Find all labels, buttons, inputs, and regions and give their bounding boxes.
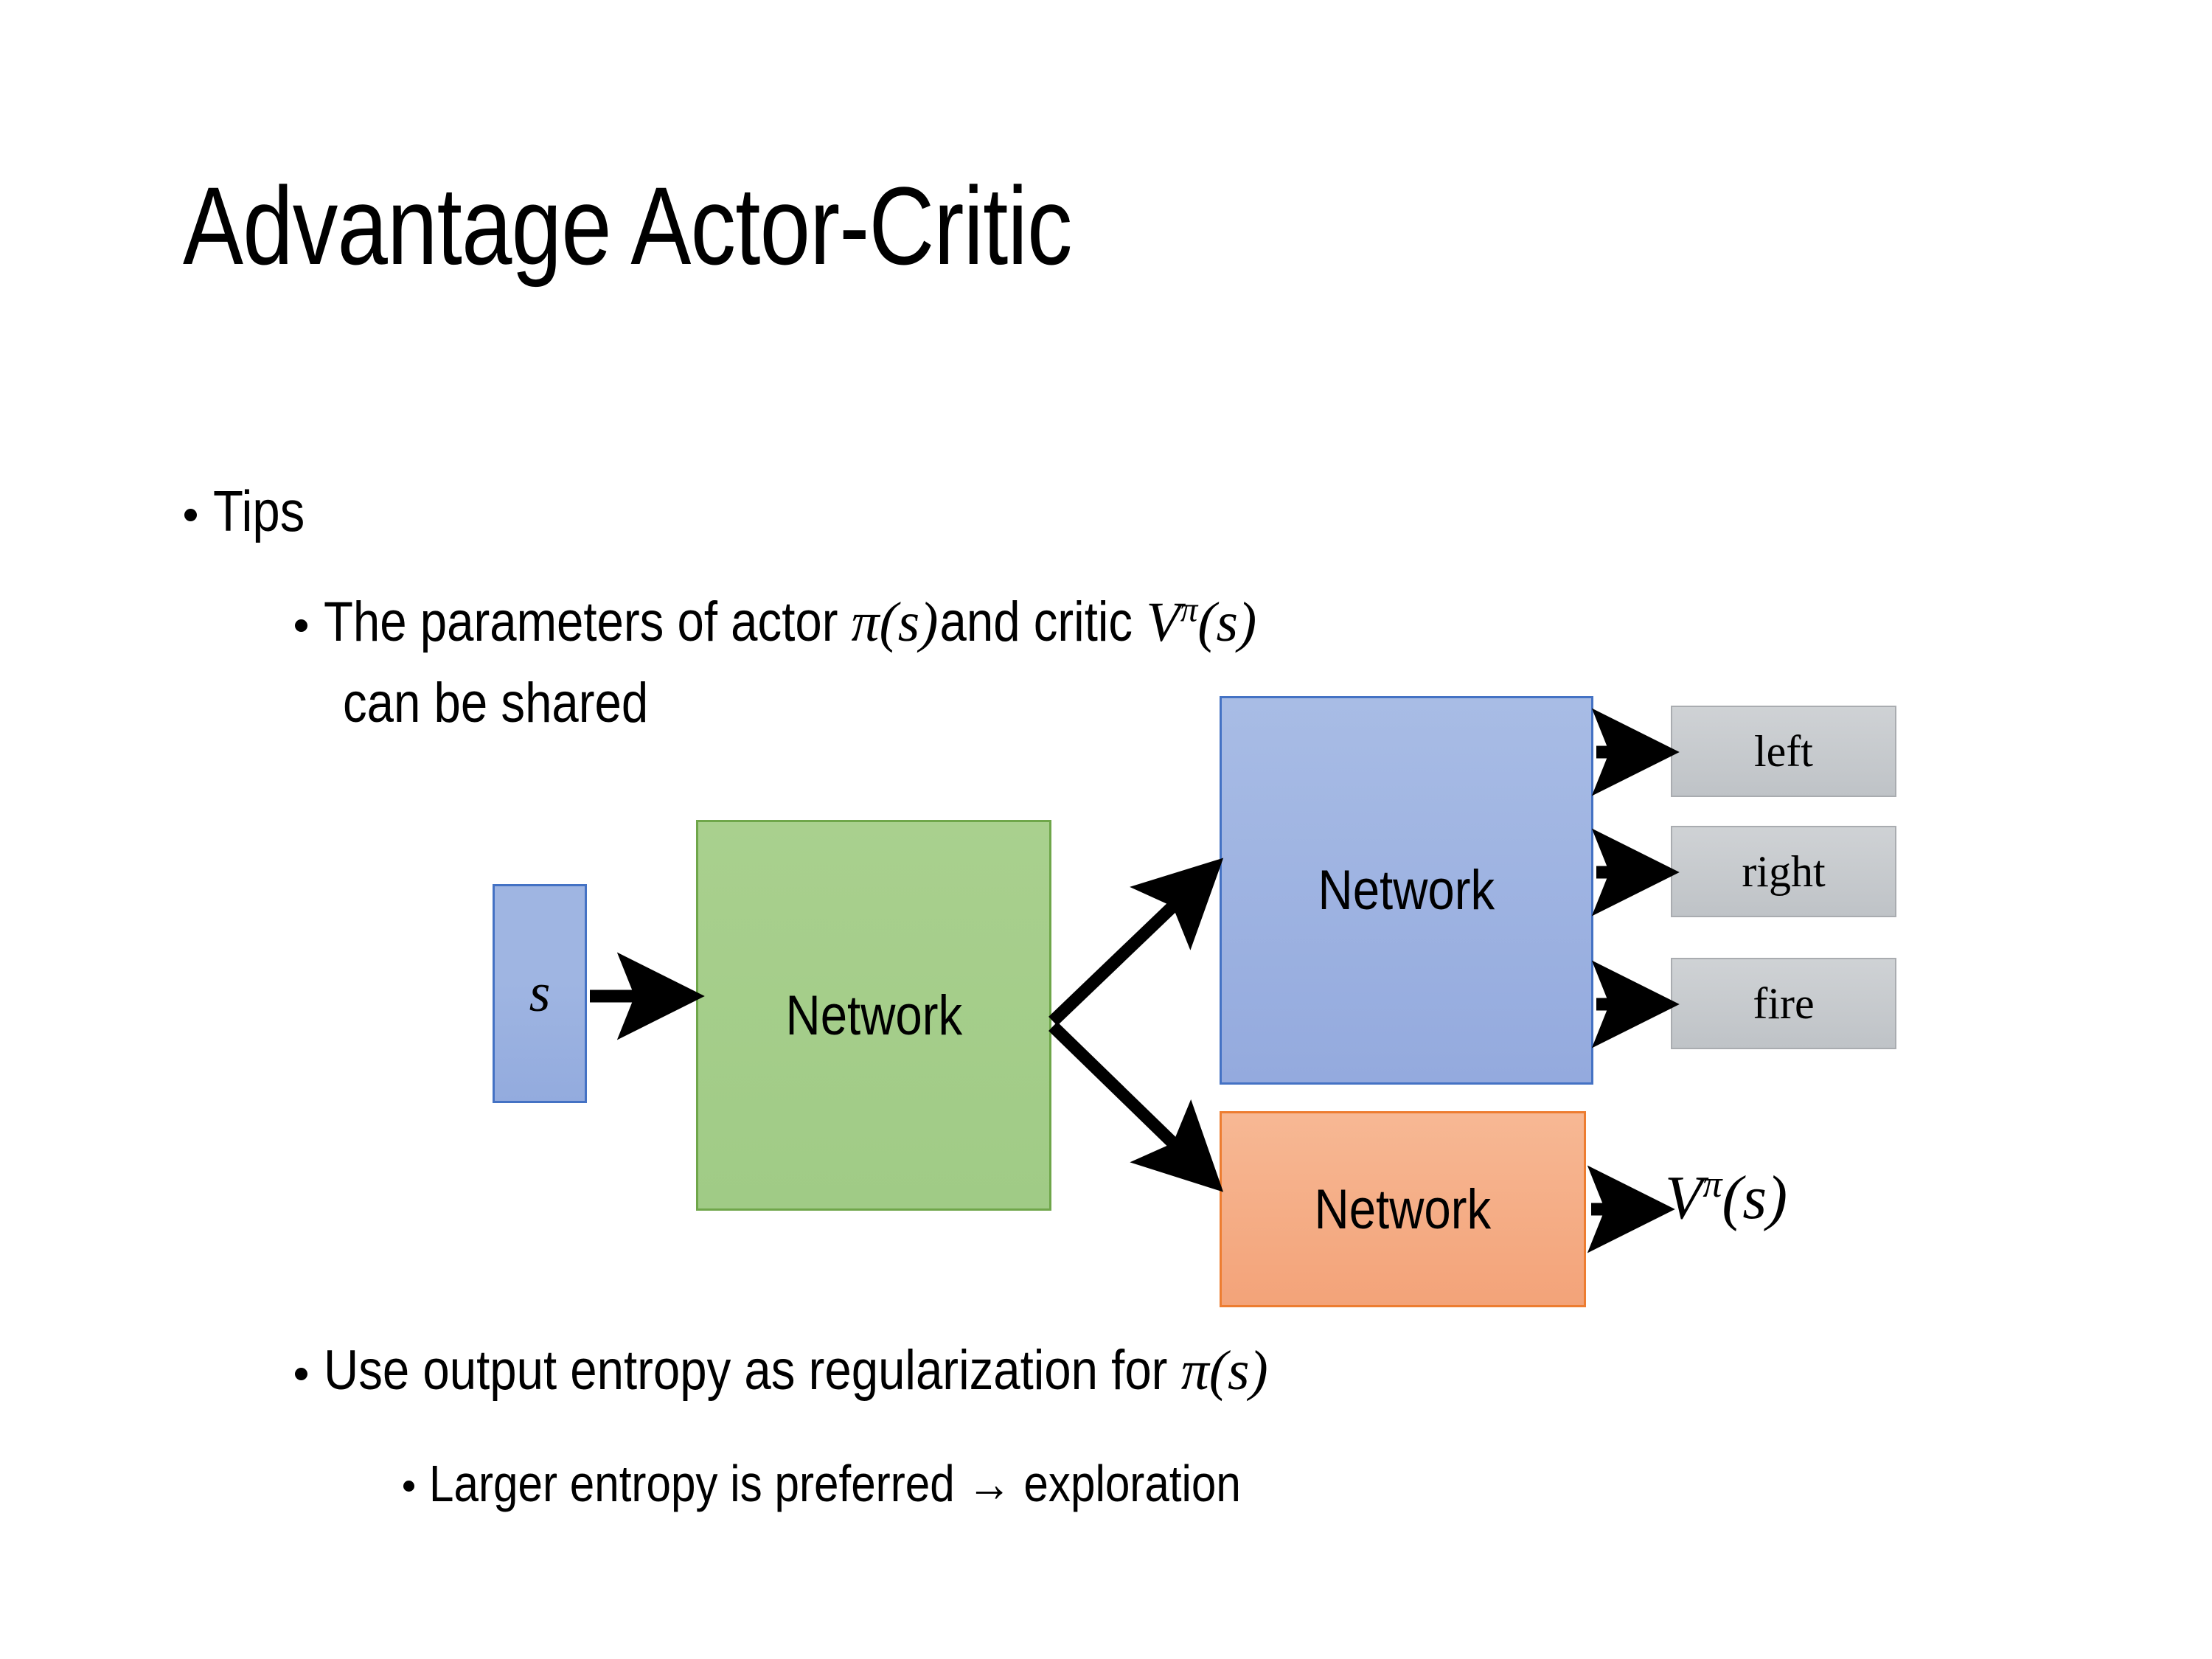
page-title: Advantage Actor-Critic [183,164,1072,288]
diagram-action-output-fire: fire [1671,958,1896,1049]
diagram-input-state-label: s [529,963,551,1023]
bullet-tips-label: Tips [213,479,305,543]
bullet-dot-icon [295,1368,307,1380]
bullet-tips: Tips [184,479,319,543]
bullet-text-segment: and critic [926,591,1147,653]
bullet-dot-icon [295,619,307,632]
policy-math-pi-s: π(s) [852,590,939,655]
bullet-entropy-regularization-label: Use output entropy as regularization for… [324,1338,1268,1403]
diagram-critic-output-label: Vπ(s) [1665,1162,1787,1234]
bullet-dot-icon [184,509,197,521]
bullet-larger-entropy: Larger entropy is preferred → exploratio… [403,1454,1373,1514]
diagram-action-output-left-label: left [1754,726,1813,776]
diagram-action-output-right: right [1671,826,1896,917]
bullet-shared-parameters-label: The parameters of actor π(s) and critic … [324,590,1256,655]
diagram-critic-network-box: Network [1220,1111,1586,1307]
critic-output-base: V [1665,1164,1703,1232]
critic-output-argument: (s) [1722,1164,1788,1232]
bullet-shared-parameters-continuation: can be shared [343,672,649,734]
critic-math-argument: (s) [1197,591,1257,653]
bullet-larger-entropy-label: Larger entropy is preferred → exploratio… [429,1455,1241,1512]
policy-math-pi-s: π(s) [1181,1338,1268,1403]
diagram-input-state-box: s [493,884,587,1103]
diagram-shared-network-label: Network [785,984,962,1047]
diagram-actor-network-label: Network [1318,859,1495,922]
diagram-action-output-fire-label: fire [1753,978,1815,1028]
bullet-text-segment: The parameters of actor [324,591,852,653]
bullet-shared-parameters: The parameters of actor π(s) and critic … [295,590,1391,655]
diagram-actor-network-box: Network [1220,696,1593,1085]
diagram-shared-network-box: Network [696,820,1051,1211]
bullet-text-segment: Use output entropy as regularization for [324,1339,1181,1402]
critic-math-superscript: π [1180,591,1198,630]
critic-math-base: V [1146,591,1180,653]
policy-math-value: π(s) [851,591,939,653]
bullet-entropy-regularization: Use output entropy as regularization for… [295,1338,1408,1403]
diagram-critic-network-label: Network [1314,1178,1492,1241]
arrow-shared-to-actor-network [1048,858,1224,1026]
arrow-shared-to-critic-network [1048,1021,1224,1192]
critic-math-v-pi-s: Vπ(s) [1146,590,1256,655]
diagram-action-output-right-label: right [1742,846,1826,896]
bullet-dot-icon [403,1481,414,1492]
policy-math-value: π(s) [1180,1340,1268,1402]
diagram-action-output-left: left [1671,706,1896,797]
critic-output-superscript: π [1703,1164,1722,1206]
